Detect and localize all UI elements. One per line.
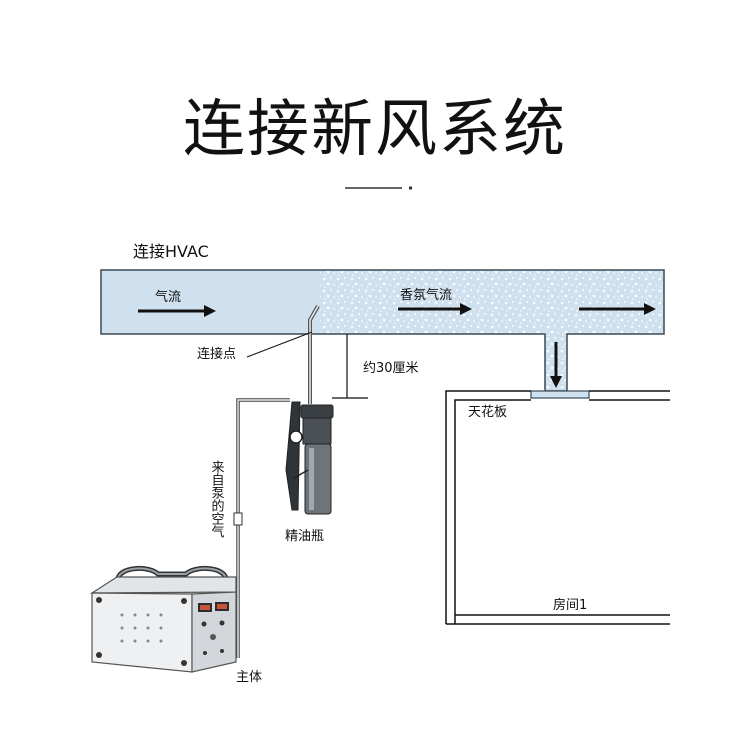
oil-bottle (285, 401, 334, 515)
hvac-duct (100, 269, 665, 392)
label-main-unit: 主体 (236, 670, 262, 685)
room-floor (446, 614, 670, 625)
connection-point-leader (246, 331, 313, 358)
label-connection-point: 连接点 (197, 346, 236, 362)
arrow-outflow (579, 303, 656, 315)
label-room: 房间1 (553, 597, 587, 613)
label-scented-airflow: 香氛气流 (400, 287, 452, 303)
page-title: 连接新风系统 (182, 92, 567, 165)
label-airflow: 气流 (155, 289, 181, 305)
main-unit (89, 566, 237, 673)
room-inner-wall (454, 399, 670, 624)
room-outer-wall (445, 390, 670, 624)
distance-marker (332, 334, 368, 399)
ceiling-diffuser (530, 390, 590, 399)
title-underline-dot (409, 186, 412, 190)
label-oil-bottle: 精油瓶 (285, 529, 324, 544)
label-pump-air: 来自泵的空气 (209, 460, 225, 538)
arrow-airflow (138, 305, 216, 317)
label-ceiling: 天花板 (468, 404, 507, 420)
label-connect-hvac: 连接HVAC (133, 242, 209, 261)
arrow-scented-airflow (398, 303, 472, 315)
arrow-down-to-room (550, 342, 562, 388)
label-distance: 约30厘米 (363, 361, 419, 376)
tube-connector (233, 512, 243, 526)
pump-air-tube (236, 398, 290, 658)
